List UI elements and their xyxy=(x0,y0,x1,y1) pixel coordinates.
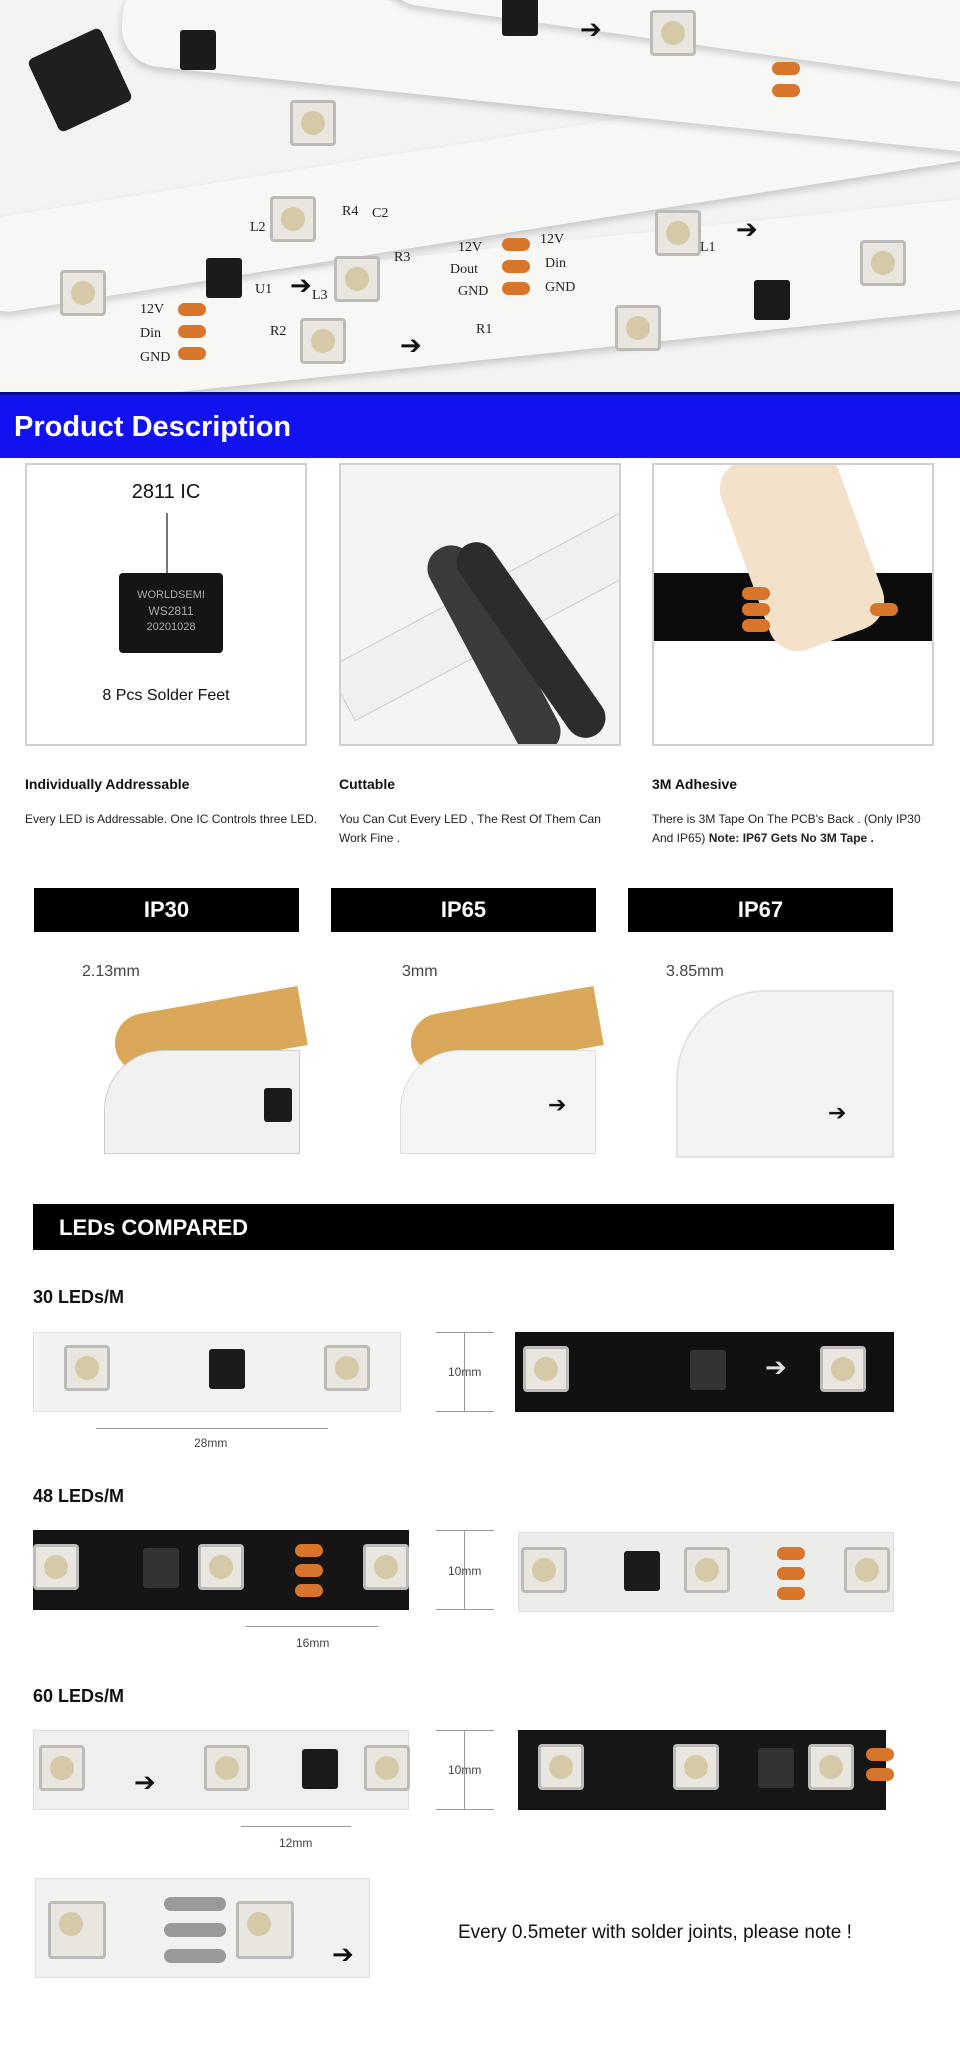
arrow-icon: ➔ xyxy=(400,330,422,360)
pitch-label: 16mm xyxy=(296,1636,330,1650)
hero-led-strip-photo: 12V Dout GND 12V Din GND R1 R2 R3 R4 C2 … xyxy=(0,0,960,392)
density-title: 30 LEDs/M xyxy=(33,1287,125,1307)
strip-60-white: ➔ xyxy=(33,1730,410,1810)
strip-48-white xyxy=(518,1532,894,1612)
height-label: 10mm xyxy=(448,1564,482,1578)
ip30-strip-image xyxy=(104,985,308,1160)
arrow-icon: ➔ xyxy=(765,1352,787,1382)
feature-desc: There is 3M Tape On The PCB's Back . (On… xyxy=(652,812,921,845)
ip67-strip-image: ➔ xyxy=(676,970,894,1170)
feature-desc: Every LED is Addressable. One IC Control… xyxy=(25,812,318,826)
arrow-icon: ➔ xyxy=(548,1092,567,1117)
arrow-icon: ➔ xyxy=(828,1100,847,1125)
feature-desc: You Can Cut Every LED , The Rest Of Them… xyxy=(339,812,601,845)
ic-chip: WORLDSEMI WS2811 20201028 xyxy=(119,573,223,653)
pitch-label: 12mm xyxy=(279,1836,313,1850)
height-label: 10mm xyxy=(448,1763,482,1777)
solder-joint-strip: ➔ xyxy=(35,1878,370,1978)
strip-60-black xyxy=(518,1730,894,1810)
pitch-label: 28mm xyxy=(194,1436,228,1450)
ip-tag: IP67 xyxy=(628,888,893,932)
strip-48-black xyxy=(33,1530,409,1610)
connector-icon xyxy=(26,26,134,134)
ip-tag: IP65 xyxy=(331,888,596,932)
thickness-label: 3mm xyxy=(402,963,438,980)
density-title: 48 LEDs/M xyxy=(33,1486,125,1506)
strip-30-white xyxy=(33,1332,401,1412)
solder-note: Every 0.5meter with solder joints, pleas… xyxy=(458,1922,852,1943)
arrow-icon: ➔ xyxy=(736,214,758,244)
thickness-label: 2.13mm xyxy=(82,963,140,980)
thickness-label: 3.85mm xyxy=(666,963,724,980)
strip-30-black: ➔ xyxy=(515,1332,894,1412)
arrow-icon: ➔ xyxy=(580,14,602,44)
ic-chip-panel: 2811 IC WORLDSEMI WS2811 20201028 8 Pcs … xyxy=(25,463,307,746)
panel-bottom-label: 8 Pcs Solder Feet xyxy=(102,687,230,704)
adhesive-panel xyxy=(652,463,934,746)
arrow-icon: ➔ xyxy=(134,1767,156,1797)
arrow-icon: ➔ xyxy=(332,1939,354,1969)
height-label: 10mm xyxy=(448,1365,482,1379)
ip-tag: IP30 xyxy=(34,888,299,932)
section-title: Product Description xyxy=(14,411,292,443)
ip65-strip-image: ➔ xyxy=(400,985,604,1160)
feature-title: 3M Adhesive xyxy=(652,776,738,792)
arrow-icon: ➔ xyxy=(290,270,312,300)
section-banner: Product Description xyxy=(0,392,960,458)
panel-top-label: 2811 IC xyxy=(131,481,201,503)
feature-title: Cuttable xyxy=(339,776,395,792)
cuttable-panel xyxy=(339,463,621,746)
density-title: 60 LEDs/M xyxy=(33,1686,125,1706)
compare-header: LEDs COMPARED xyxy=(33,1204,894,1250)
feature-title: Individually Addressable xyxy=(25,776,190,792)
